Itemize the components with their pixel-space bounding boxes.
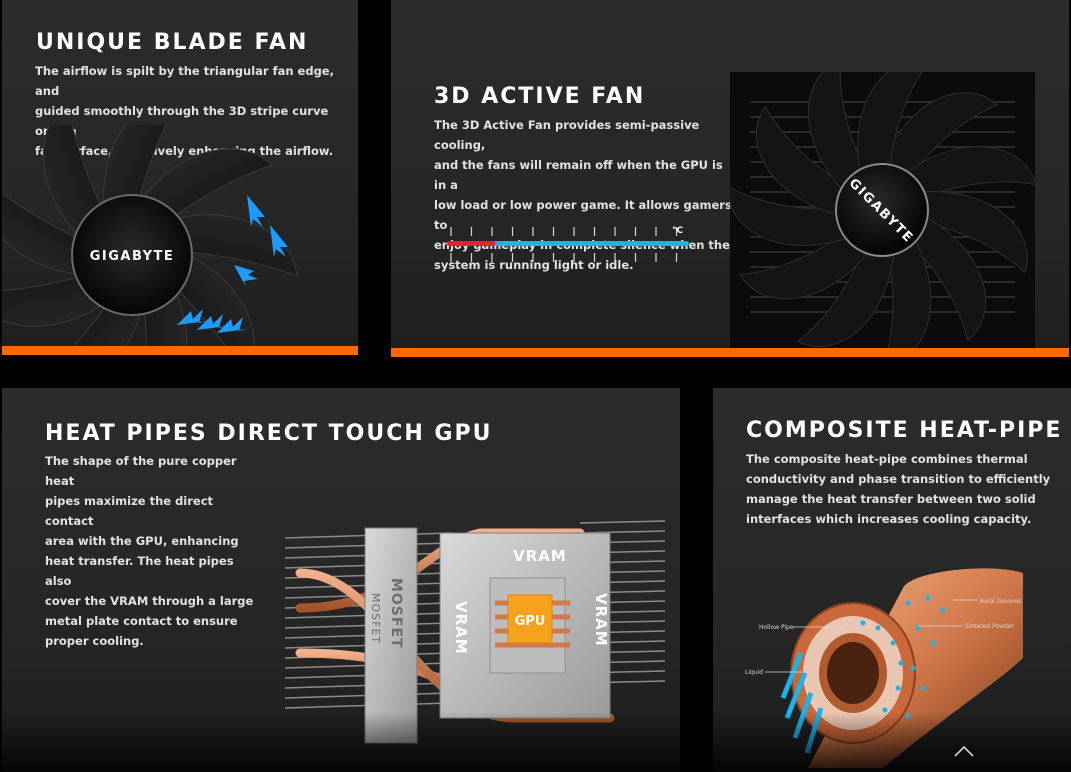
composite-heat-pipe-panel: COMPOSITE HEAT-PIPE The composite heat-p…: [713, 388, 1071, 772]
desc-line: low load or low power game. It allows ga…: [434, 198, 732, 232]
active-fan-illustration: GIGABYTE: [730, 72, 1035, 348]
active-fan-title: 3D ACTIVE FAN: [434, 84, 646, 109]
active-fan-image: GIGABYTE: [730, 72, 1035, 348]
blade-fan-image: GIGABYTE: [2, 125, 298, 347]
mosfet-label: MOSFET: [388, 578, 404, 649]
desc-line: The composite heat-pipe combines thermal: [746, 452, 1028, 466]
accent-bar: [391, 348, 1069, 357]
axial-grooves-callout: Axial Grooves: [980, 598, 1021, 605]
heat-pipes-title: HEAT PIPES DIRECT TOUCH GPU: [45, 421, 493, 446]
liquid-callout: Liquid: [745, 669, 763, 676]
accent-bar: [2, 346, 358, 355]
desc-line: conductivity and phase transition to eff…: [746, 472, 1051, 486]
temperature-gauge: °C: [447, 226, 689, 262]
sintered-powder-callout: Sintered Powder: [965, 623, 1015, 630]
desc-line: pipes maximize the direct contact: [45, 494, 214, 528]
vram-left-label: VRAM: [452, 601, 470, 655]
desc-line: and the fans will remain off when the GP…: [434, 158, 723, 192]
gpu-die: [507, 594, 553, 644]
composite-heat-pipe-title: COMPOSITE HEAT-PIPE: [746, 418, 1063, 443]
composite-heat-pipe-description: The composite heat-pipe combines thermal…: [746, 449, 1066, 529]
chevron-up-icon[interactable]: [953, 744, 975, 758]
vram-right-label: VRAM: [592, 593, 610, 647]
heat-pipes-panel: HEAT PIPES DIRECT TOUCH GPU The shape of…: [2, 388, 680, 772]
desc-line: The 3D Active Fan provides semi-passive …: [434, 118, 700, 152]
desc-line: interfaces which increases cooling capac…: [746, 512, 1032, 526]
desc-line: The airflow is spilt by the triangular f…: [35, 64, 334, 98]
desc-line: cover the VRAM through a large: [45, 594, 254, 608]
desc-line: system is running light or idle.: [434, 258, 634, 272]
desc-line: fan surface, effectively enhancing the a…: [35, 144, 334, 158]
desc-line: heat transfer. The heat pipes also: [45, 554, 234, 588]
mosfet-label-secondary: MOSFET: [369, 593, 382, 644]
desc-line: metal plate contact to ensure: [45, 614, 238, 628]
temperature-unit: °C: [672, 226, 684, 236]
gpu-label: GPU: [515, 614, 546, 629]
desc-line: manage the heat transfer between two sol…: [746, 492, 1036, 506]
unique-blade-fan-panel: UNIQUE BLADE FAN The airflow is spilt by…: [2, 0, 358, 355]
desc-line: proper cooling.: [45, 634, 144, 648]
gauge-cool-track: [447, 241, 689, 246]
heat-pipes-description: The shape of the pure copper heat pipes …: [45, 451, 260, 651]
bottom-fade: [2, 712, 680, 772]
bottom-fade: [713, 712, 1071, 772]
unique-blade-fan-title: UNIQUE BLADE FAN: [36, 30, 309, 55]
heatsink-illustration: MOSFET MOSFET GPU VRAM VRAM VRAM: [284, 520, 666, 744]
desc-line: The shape of the pure copper heat: [45, 454, 237, 488]
blade-fan-hub-logo: GIGABYTE: [90, 249, 175, 264]
active-fan-panel: 3D ACTIVE FAN The 3D Active Fan provides…: [391, 0, 1069, 357]
hollow-pipe-callout: Hollow Pipe: [759, 624, 794, 631]
desc-line: area with the GPU, enhancing: [45, 534, 239, 548]
vram-top-label: VRAM: [513, 547, 567, 565]
mosfet-plate: [364, 527, 418, 744]
airflow-arrows: [177, 195, 288, 333]
gauge-hot-segment: [447, 241, 496, 246]
